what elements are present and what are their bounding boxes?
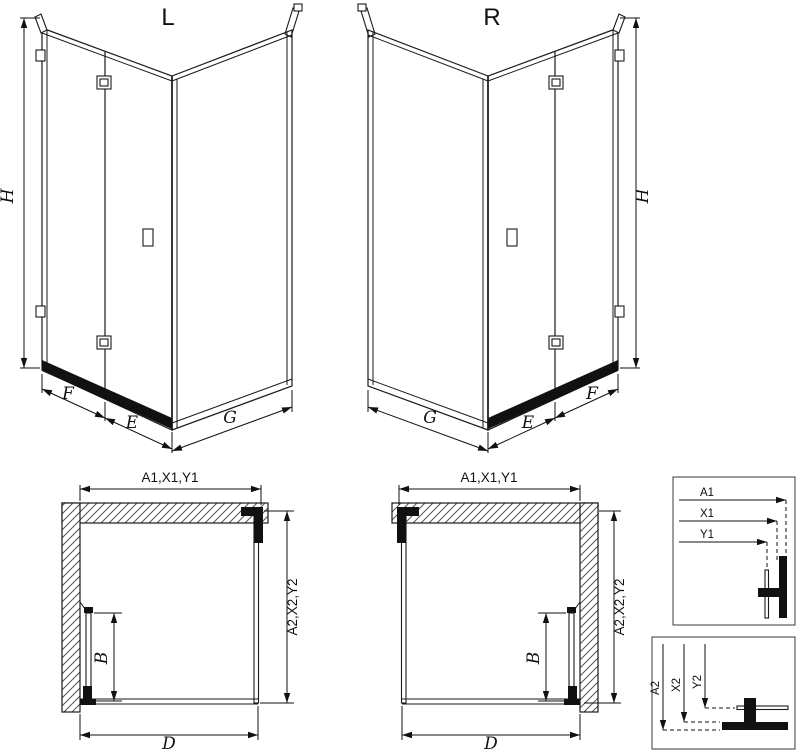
detail-label-a2: A2 — [650, 681, 662, 695]
clamp-section — [744, 698, 756, 726]
wall-bracket — [614, 49, 625, 62]
threshold-rail — [42, 360, 172, 429]
detail-label-x2: X2 — [671, 678, 683, 692]
detail-frame — [672, 476, 796, 626]
width-dimensions: F E G — [41, 374, 293, 453]
detail-label-y2: Y2 — [692, 675, 704, 689]
wall-anchor-top-left — [34, 13, 48, 34]
wall-bracket — [35, 305, 46, 318]
door-hinge-block — [83, 686, 92, 704]
dim-label-d: D — [161, 734, 176, 752]
width-dimensions: F E G — [367, 374, 619, 453]
variant-label-right: R — [483, 4, 500, 31]
dim-label-e: E — [125, 413, 139, 433]
detail-label-y1: Y1 — [700, 529, 714, 541]
detail-label-x1: X1 — [700, 508, 714, 520]
dim-label-f: F — [585, 384, 599, 404]
door-clamp — [567, 607, 576, 613]
anchor-plate — [357, 3, 367, 12]
depth-measurement-detail: A2 X2 Y2 — [650, 636, 796, 750]
hatched-wall-left — [61, 502, 81, 713]
dim-label-a1x1y1: A1,X1,Y1 — [460, 470, 517, 485]
left-plan-view: A1,X1,Y1 A2,X2,Y2 B D — [61, 470, 300, 752]
hatched-wall-right — [579, 502, 599, 713]
dim-label-h: H — [0, 187, 18, 204]
wall-bracket — [35, 49, 46, 62]
dim-label-a2x2y2: A2,X2,Y2 — [285, 578, 300, 635]
door-hinge-block — [568, 686, 577, 704]
glass-section — [736, 705, 789, 711]
dim-label-a1x1y1: A1,X1,Y1 — [141, 470, 198, 485]
door-handle — [142, 228, 154, 247]
wall-bracket — [614, 305, 625, 318]
dim-label-d: D — [483, 734, 498, 752]
dim-label-a2x2y2: A2,X2,Y2 — [612, 578, 627, 635]
height-dimension: H — [620, 17, 653, 369]
dim-label-g: G — [223, 408, 237, 428]
door-handle — [506, 228, 518, 247]
plan-dimensions: A1,X1,Y1 A2,X2,Y2 B D — [398, 470, 627, 752]
height-dimension: H — [0, 17, 40, 369]
dim-label-f: F — [61, 384, 75, 404]
wall-profile-bracket — [397, 507, 419, 516]
plan-dimensions: A1,X1,Y1 A2,X2,Y2 B D — [79, 470, 300, 752]
threshold-rail — [488, 360, 618, 429]
wall-profile-section — [779, 556, 787, 618]
wall-anchor-top-right — [612, 13, 626, 34]
dim-label-b: B — [524, 652, 544, 666]
detail-frame — [651, 636, 796, 750]
detail-label-a1: A1 — [700, 487, 714, 499]
right-3d-view: R H — [357, 3, 653, 453]
dim-label-h: H — [633, 187, 653, 204]
right-plan-view: A1,X1,Y1 A2,X2,Y2 B D — [391, 470, 627, 752]
door-clamp — [84, 607, 93, 613]
width-measurement-detail: A1 X1 Y1 — [672, 476, 796, 626]
dim-label-e: E — [521, 413, 535, 433]
variant-label-left: L — [161, 4, 174, 31]
hatched-wall-top — [391, 502, 599, 524]
clamp-section — [758, 588, 779, 597]
dim-label-g: G — [423, 408, 437, 428]
wall-profile-bracket — [241, 507, 263, 516]
side-wall-glass — [171, 29, 293, 431]
anchor-plate — [293, 3, 303, 12]
dim-label-b: B — [92, 652, 112, 666]
side-wall-glass — [367, 29, 489, 431]
left-3d-view: L H — [0, 3, 303, 453]
hatched-wall-top — [61, 502, 269, 524]
